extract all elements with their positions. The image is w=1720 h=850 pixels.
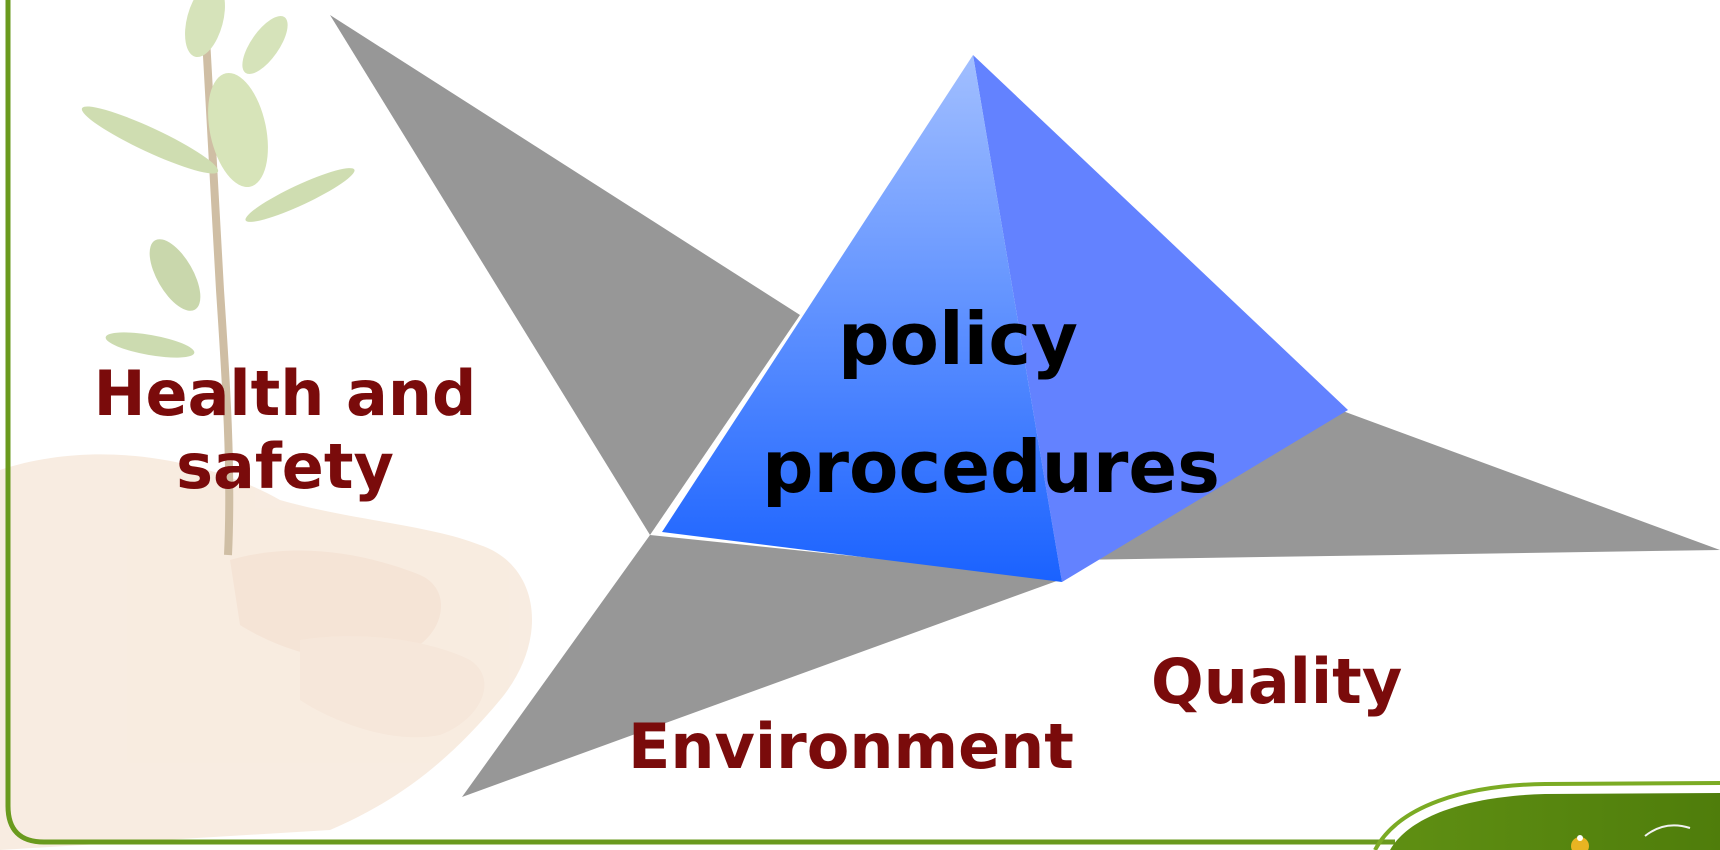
hand-finger-shape (230, 550, 442, 661)
logo-seal (1571, 824, 1691, 850)
spike-bottom-left (462, 535, 1065, 797)
plant-leaf (105, 332, 195, 358)
plant-leaf (185, 0, 225, 57)
label-environment: Environment (628, 710, 1074, 783)
pyramid-front-face (662, 55, 1062, 582)
plant-leaf (149, 239, 201, 311)
footer-band-outline (1373, 781, 1720, 850)
label-health-and-safety: Health and safety (93, 357, 477, 504)
plant-in-hands-illustration (0, 0, 533, 850)
spike-top-left (330, 15, 800, 535)
footer-band (1390, 793, 1720, 850)
label-procedures: procedures (762, 425, 1221, 509)
plant-leaf (242, 16, 288, 74)
spike-right (1070, 410, 1720, 560)
slide-border (5, 0, 1395, 845)
plant-leaf (208, 72, 268, 188)
plant-leaf (81, 106, 219, 174)
label-policy: policy (838, 297, 1078, 381)
hand-finger-shape (300, 636, 485, 738)
label-quality: Quality (1151, 645, 1403, 718)
plant-leaf (245, 168, 355, 222)
hand-shape (0, 454, 533, 850)
pyramid-side-face (973, 55, 1348, 582)
